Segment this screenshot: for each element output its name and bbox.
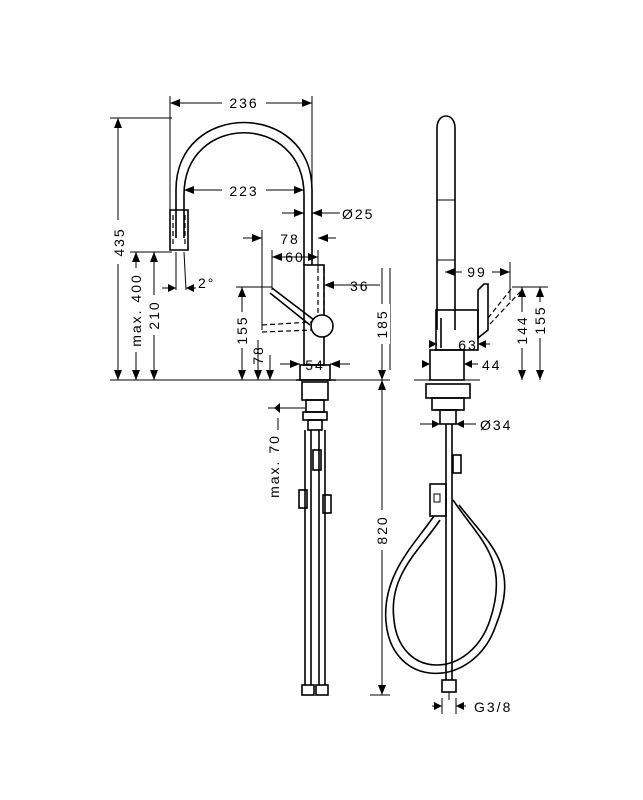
dim-155: 155 [234,315,250,344]
lever-hub [310,314,334,338]
dim-223: 223 [229,183,258,199]
dim-78-top: 78 [280,231,300,247]
dim-210: 210 [146,300,162,329]
dim-max-400: max. 400 [128,273,144,347]
pull-out-hose [392,499,498,666]
dim-2-deg: 2° [198,275,215,291]
dim-d34: Ø34 [480,417,512,433]
dim-155-side: 155 [532,305,548,334]
side-lever [477,283,489,340]
dim-36: 36 [350,278,370,294]
dim-54: 54 [305,357,325,373]
dim-d25: Ø25 [342,206,374,222]
dim-144: 144 [514,315,530,344]
front-view: 236 223 Ø25 78 60 36 [108,94,391,696]
side-spout [436,115,456,330]
dim-max-70: max. 70 [266,434,282,498]
lever [271,287,315,321]
dim-820: 820 [374,515,390,544]
dim-185: 185 [374,309,390,338]
dim-63: 63 [458,337,478,353]
dim-60: 60 [285,249,305,265]
dim-99: 99 [467,264,487,280]
dim-435: 435 [111,227,127,256]
spray-head [169,209,189,251]
dim-236: 236 [229,95,258,111]
dim-44: 44 [482,357,502,373]
spout-arc [175,121,313,265]
dim-78-vertical: 78 [250,345,266,365]
dim-g38: G3/8 [474,699,512,715]
side-view: 99 144 155 63 44 Ø34 [384,115,548,715]
